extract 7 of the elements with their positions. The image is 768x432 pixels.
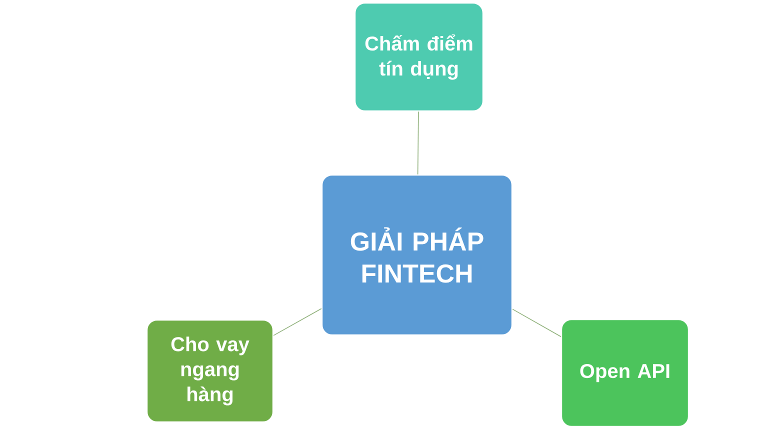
process-box: Open API <box>560 318 690 428</box>
process-box: Cho vay ngang hàng <box>146 319 274 423</box>
connector-line <box>273 308 322 336</box>
connector-line <box>512 308 562 338</box>
process-box: Chấm điểm tín dụng <box>354 2 484 112</box>
central-box: GIẢI PHÁP FINTECH <box>321 174 513 336</box>
connector-line <box>417 111 419 175</box>
